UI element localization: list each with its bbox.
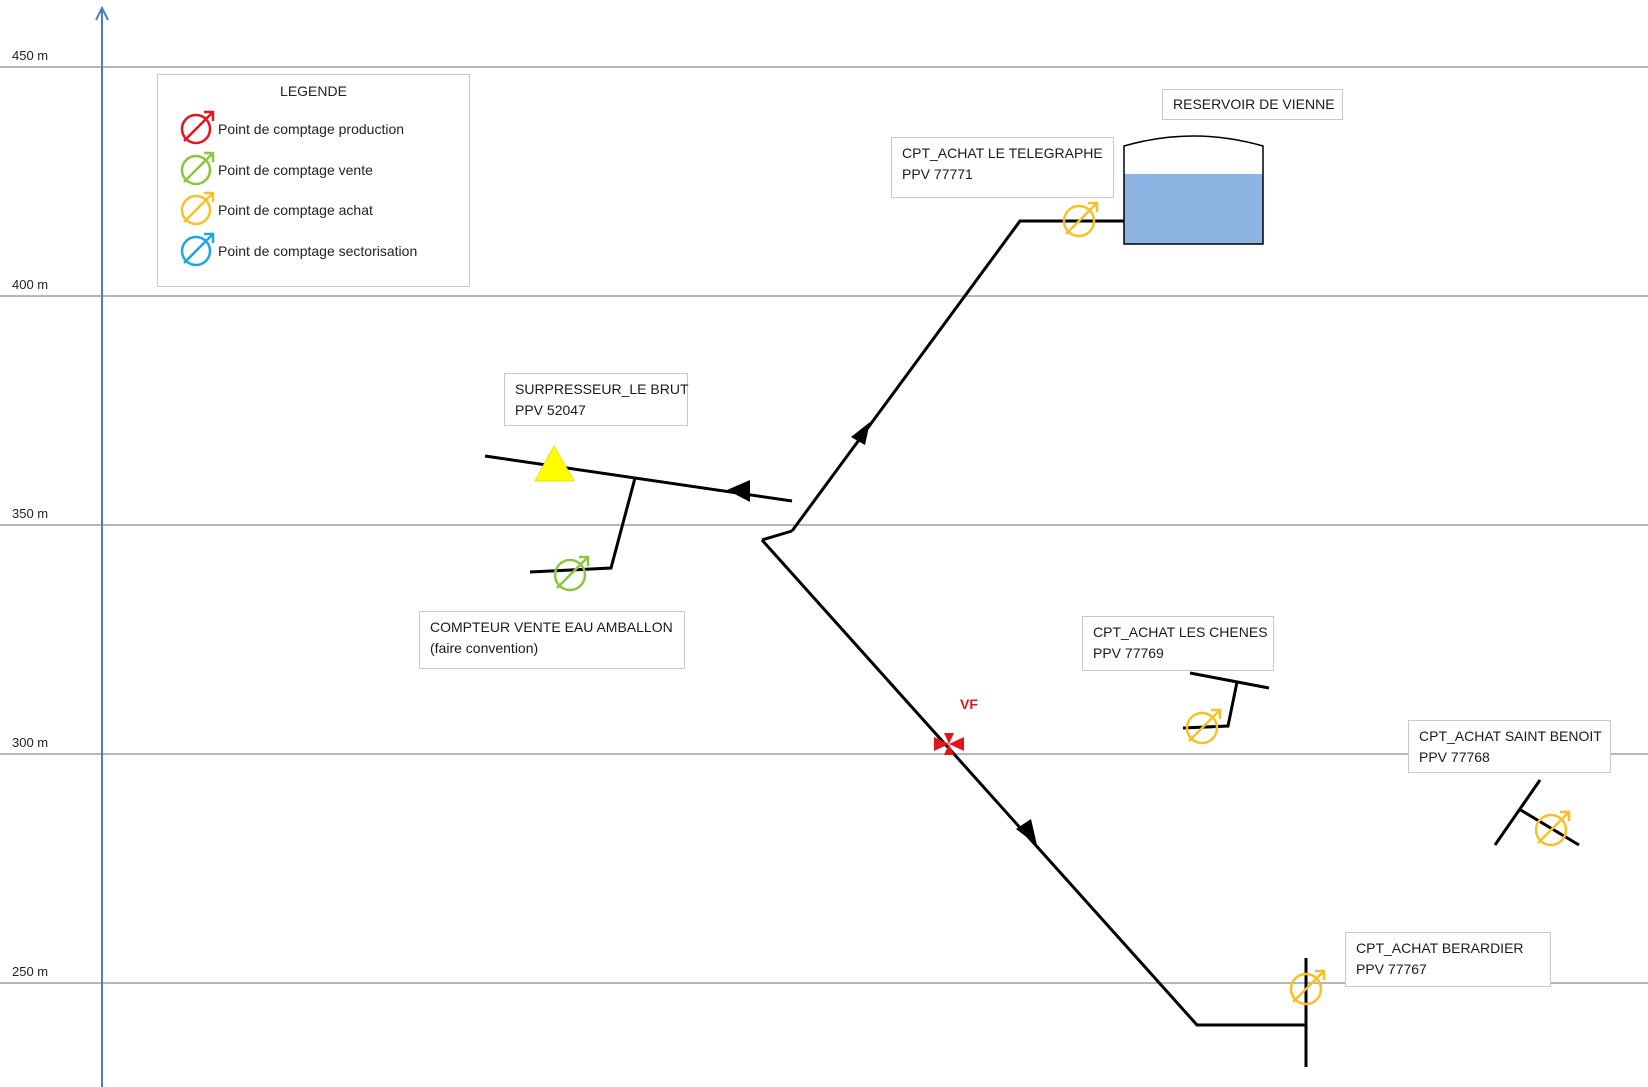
legend-item-production: Point de comptage production [176, 110, 405, 147]
meter-sectorisation-icon [180, 232, 215, 267]
label-telegraphe-name: CPT_ACHAT LE TELEGRAPHE [902, 145, 1103, 161]
meter-berardier-icon [1289, 969, 1326, 1006]
legend-item-vente: Point de comptage vente [176, 151, 373, 188]
legend-item-achat: Point de comptage achat [176, 191, 373, 228]
label-reservoir-text: RESERVOIR DE VIENNE [1173, 96, 1335, 112]
reservoir-tank [1123, 135, 1264, 245]
booster-triangle-icon [534, 444, 575, 482]
meter-chenes-icon [1185, 708, 1222, 745]
legend-item-sectorisation: Point de comptage sectorisation [176, 232, 418, 269]
label-berardier: CPT_ACHAT BERARDIER PPV 77767 [1345, 932, 1551, 987]
pipe-network [484, 219, 1580, 1067]
legend-title: LEGENDE [280, 83, 347, 99]
meter-production-icon [180, 110, 215, 145]
label-saint-benoit-ppv: PPV 77768 [1419, 749, 1490, 765]
pipe-junction-link [761, 529, 793, 542]
label-amballon: COMPTEUR VENTE EAU AMBALLON (faire conve… [419, 611, 685, 669]
label-chenes: CPT_ACHAT LES CHENES PPV 77769 [1082, 616, 1274, 671]
label-saint-benoit-name: CPT_ACHAT SAINT BENOIT [1419, 728, 1602, 744]
level-label-400: 400 m [12, 277, 49, 292]
pipe-main-lower [760, 538, 1306, 1027]
label-saint-benoit: CPT_ACHAT SAINT BENOIT PPV 77768 [1408, 720, 1611, 773]
pipe-amballon-branch [529, 477, 637, 574]
label-chenes-ppv: PPV 77769 [1093, 645, 1164, 661]
valve-label: VF [960, 696, 978, 712]
flow-arrows [727, 422, 1037, 845]
label-berardier-name: CPT_ACHAT BERARDIER [1356, 940, 1524, 956]
meter-amballon-icon [553, 555, 590, 592]
label-reservoir: RESERVOIR DE VIENNE [1162, 89, 1343, 120]
meter-saint-benoit-icon [1534, 810, 1571, 847]
valve-icon [934, 733, 964, 755]
meter-telegraphe-icon [1062, 201, 1099, 238]
pipe-chenes-drop [1182, 681, 1239, 730]
pipe-saint-benoit-a [1493, 779, 1542, 846]
level-label-300: 300 m [12, 735, 49, 750]
label-surpresseur: SURPRESSEUR_LE BRUT PPV 52047 [504, 373, 689, 426]
meter-achat-icon [180, 191, 215, 226]
legend-label: Point de comptage production [218, 121, 405, 137]
level-label-350: 350 m [12, 506, 49, 521]
flow-arrow-icon [727, 480, 750, 502]
axis-arrow-icon [95, 5, 109, 21]
label-surpresseur-ppv: PPV 52047 [515, 402, 586, 418]
pipe-chenes-branch [1189, 671, 1270, 690]
level-label-450: 450 m [12, 48, 49, 63]
meter-vente-icon [180, 151, 215, 186]
label-surpresseur-name: SURPRESSEUR_LE BRUT [515, 381, 689, 397]
label-amballon-note: (faire convention) [430, 640, 539, 656]
elevation-gridlines [0, 66, 1648, 984]
legend-label: Point de comptage achat [218, 202, 373, 218]
legend: LEGENDE Point de comptage production Poi… [157, 74, 470, 287]
label-berardier-ppv: PPV 77767 [1356, 961, 1427, 977]
legend-label: Point de comptage vente [218, 162, 373, 178]
label-telegraphe-ppv: PPV 77771 [902, 166, 973, 182]
elevation-axis [95, 5, 109, 1087]
flow-arrow-icon [1016, 819, 1037, 845]
label-telegraphe: CPT_ACHAT LE TELEGRAPHE PPV 77771 [891, 137, 1114, 198]
level-label-250: 250 m [12, 964, 49, 979]
legend-label: Point de comptage sectorisation [218, 243, 418, 259]
flow-arrow-icon [851, 422, 870, 445]
label-chenes-name: CPT_ACHAT LES CHENES [1093, 624, 1268, 640]
pipe-saint-benoit-b [1518, 807, 1580, 847]
label-amballon-name: COMPTEUR VENTE EAU AMBALLON [430, 619, 673, 635]
pipe-main-upper [790, 219, 1125, 532]
